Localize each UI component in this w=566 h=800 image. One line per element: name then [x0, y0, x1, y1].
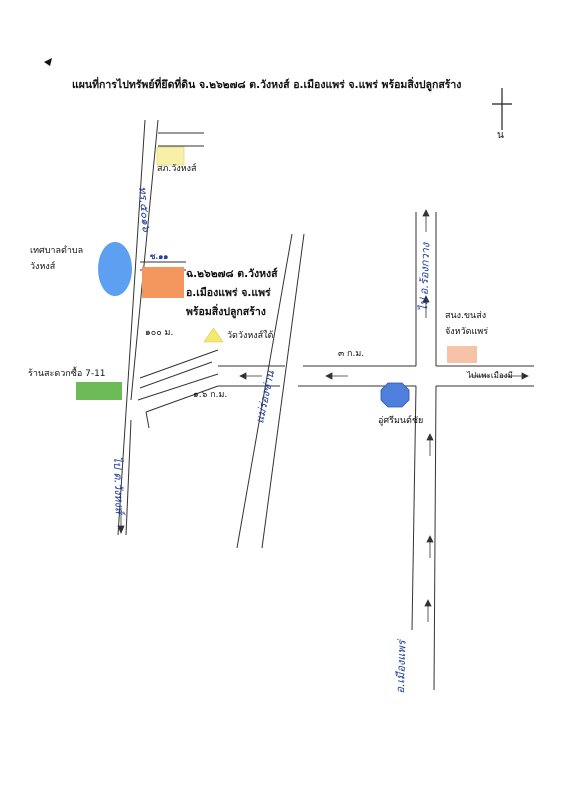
- arrowhead-east-out: [521, 372, 529, 380]
- garage-marker: [380, 382, 410, 408]
- soi-label: ซ.๑๑: [150, 251, 169, 261]
- north-arrow-icon: [492, 88, 512, 130]
- health-station-marker: [156, 146, 185, 166]
- corner-mark-icon: [44, 58, 52, 66]
- office-label-1: สนง.ขนส่ง: [445, 311, 487, 321]
- access-road-c: [137, 373, 219, 401]
- access-road-b: [139, 361, 213, 389]
- road-left-east-edge: [130, 119, 159, 401]
- arrowhead-main-west-2: [325, 372, 333, 380]
- north-label: น: [497, 130, 504, 141]
- municipality-label-2: วังหงส์: [30, 262, 56, 272]
- property-label-3: พร้อมสิ่งปลูกสร้าง: [186, 306, 266, 318]
- store-marker: [76, 382, 122, 400]
- property-label-1: ฉ.๒๖๒๗๘ ต.วังหงส์: [186, 268, 278, 280]
- office-label-2: จังหวัดแพร่: [445, 327, 489, 337]
- garage-label: อู่ศรีมนต์ชัย: [378, 416, 424, 426]
- road-left-west-edge: [117, 119, 146, 536]
- property-marker: [142, 267, 184, 298]
- north-road-label: ทร.๕๐๑๖: [135, 185, 153, 233]
- temple-label: วัดวังหงส์ใต้: [227, 331, 274, 341]
- highway-west-edge: [236, 233, 293, 549]
- distance-3km: ๓ ก.ม.: [338, 349, 365, 359]
- access-road-e: [145, 411, 150, 429]
- arrowhead-right-up-1: [422, 209, 430, 217]
- to-city-label: อ.เมืองแพร่: [393, 640, 409, 694]
- health-station-label: สภ.วังหงส์: [157, 164, 197, 174]
- arrowhead-right-up-4: [426, 535, 434, 543]
- arrowhead-main-west-1: [239, 372, 247, 380]
- arrowhead-right-up-3: [426, 433, 434, 441]
- municipality-label-1: เทศบาลตำบล: [30, 246, 84, 256]
- access-road-d: [145, 385, 219, 413]
- road-left-east-edge-lower: [125, 419, 132, 536]
- highway-east-edge: [261, 233, 305, 549]
- road-right-east-edge-low: [433, 385, 437, 691]
- arrowhead-right-up-2: [422, 295, 430, 303]
- access-road-a: [139, 349, 219, 379]
- distance-1-6km: ๑.๖ ก.ม.: [193, 390, 228, 400]
- to-wanghong-label: ไป ต.วังหงส์: [110, 456, 126, 515]
- municipality-marker: [98, 242, 132, 296]
- arrowhead-right-up-5: [424, 599, 432, 607]
- arrowhead-left-road: [117, 525, 125, 535]
- map-title: แผนที่การไปทรัพย์ที่ยึดที่ดิน จ.๒๖๒๗๘ ต.…: [72, 79, 462, 91]
- store-label: ร้านสะดวกซื้อ 7-11: [28, 369, 106, 379]
- to-north-label: ไป อ.ร้องกวาง: [417, 242, 433, 312]
- east-direction-label: ไปแพะเมืองมี: [467, 371, 513, 380]
- distance-100m: ๑๐๐ ม.: [145, 328, 174, 338]
- property-label-2: อ.เมืองแพร่ จ.แพร่: [186, 287, 271, 299]
- office-marker: [447, 346, 477, 363]
- road-right-west-edge-low: [411, 385, 417, 631]
- temple-marker: [203, 327, 224, 343]
